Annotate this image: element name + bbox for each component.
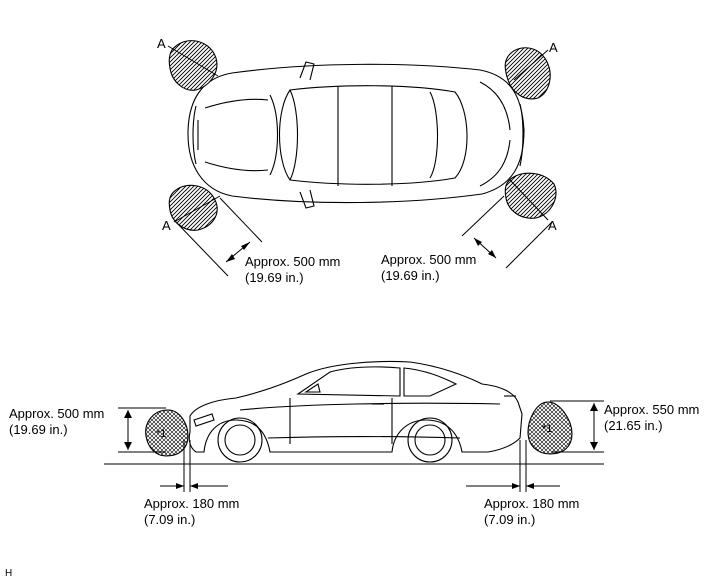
- zone-rear-side: [527, 401, 573, 455]
- zone-rear-right-top: [504, 172, 557, 219]
- side-front-offset-line2: (7.09 in.): [144, 512, 196, 527]
- callout-a-rear-left: A: [549, 40, 558, 55]
- top-dim-front-line1: Approx. 500 mm: [245, 254, 341, 269]
- zone-front-right-top: [168, 184, 218, 231]
- callout-a-front-right: A: [162, 218, 171, 233]
- callout-a-front-left: A: [157, 36, 166, 51]
- side-detection-zones: [145, 401, 573, 457]
- top-view-car: [187, 61, 525, 209]
- side-dimension-lines: [118, 400, 604, 492]
- top-dim-rear-line1: Approx. 500 mm: [381, 252, 477, 267]
- zone-front-left-top: [168, 40, 218, 91]
- top-detection-zones: [168, 40, 557, 231]
- side-front-height-line1: Approx. 500 mm: [9, 406, 105, 421]
- top-dimension-lines: [175, 195, 553, 277]
- side-view-car: [188, 360, 523, 463]
- zone-rear-left-top: [504, 47, 551, 100]
- side-rear-height-line2: (21.65 in.): [604, 418, 663, 433]
- zone-front-side: [145, 409, 189, 457]
- side-rear-offset-line2: (7.09 in.): [484, 512, 536, 527]
- callout-leaders: [167, 45, 549, 223]
- zone-marker-front: *1: [156, 428, 167, 440]
- footer-code: H: [5, 568, 13, 579]
- callout-a-rear-right: A: [548, 218, 557, 233]
- zone-marker-rear: *1: [542, 423, 553, 435]
- side-front-offset-line1: Approx. 180 mm: [144, 496, 240, 511]
- side-front-height-line2: (19.69 in.): [9, 422, 68, 437]
- top-dim-front-line2: (19.69 in.): [245, 270, 304, 285]
- top-dim-rear-line2: (19.69 in.): [381, 268, 440, 283]
- side-rear-height-line1: Approx. 550 mm: [604, 402, 700, 417]
- side-rear-offset-line1: Approx. 180 mm: [484, 496, 580, 511]
